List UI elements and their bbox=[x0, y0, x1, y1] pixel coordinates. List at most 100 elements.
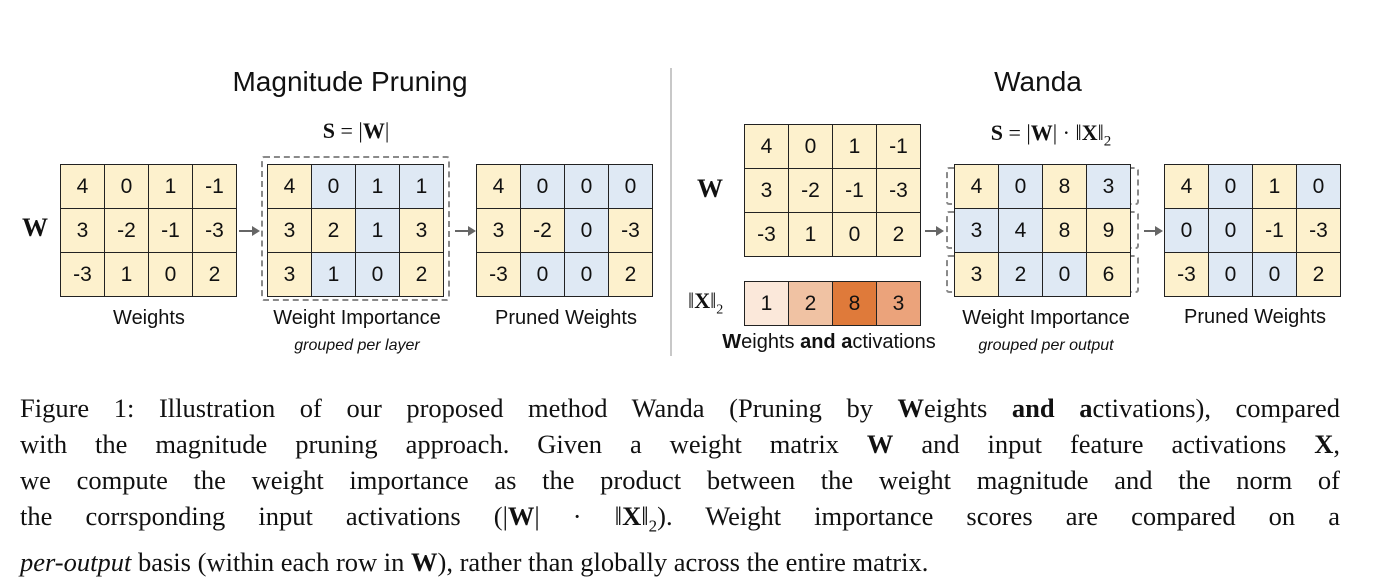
wanda-score-formula: S = |W| · ‖X‖2 bbox=[946, 120, 1156, 150]
figure-caption: Figure 1: Illustration of our proposed m… bbox=[20, 390, 1340, 580]
importance-label: Weight Importance bbox=[962, 307, 1130, 329]
matrix-cell: -3 bbox=[61, 253, 105, 297]
arrow-weights-to-importance bbox=[239, 226, 260, 236]
caption-ctivations: ctivations bbox=[852, 331, 936, 353]
matrix-cell: -3 bbox=[193, 209, 237, 253]
matrix-cell: 1 bbox=[356, 165, 400, 209]
x-norm-label: ‖X‖2 bbox=[688, 288, 723, 318]
activation-cell: 8 bbox=[833, 282, 877, 326]
norm-x: X bbox=[694, 288, 711, 313]
caption-bold: W bbox=[411, 547, 438, 578]
caption-line: with the magnitude pruning approach. Giv… bbox=[20, 426, 1340, 462]
matrix-cell: 1 bbox=[400, 165, 444, 209]
caption-bold: W bbox=[897, 393, 925, 423]
matrix-cell: 0 bbox=[565, 165, 609, 209]
matrix-cell: 1 bbox=[1253, 165, 1297, 209]
matrix-cell: 0 bbox=[105, 165, 149, 209]
formula-sub: 2 bbox=[1103, 133, 1112, 150]
activations-caption: Weights and activations bbox=[704, 331, 954, 354]
matrix-cell: 2 bbox=[400, 253, 444, 297]
matrix-cell: 2 bbox=[1297, 253, 1341, 297]
matrix-cell: 4 bbox=[477, 165, 521, 209]
caption-bold: W bbox=[866, 429, 894, 459]
matrix-cell: 0 bbox=[1253, 253, 1297, 297]
activation-cell: 1 bbox=[745, 282, 789, 326]
caption-text: ), rather than globally across the entir… bbox=[437, 547, 929, 578]
matrix-cell: 0 bbox=[1209, 253, 1253, 297]
pruned-label: Pruned Weights bbox=[1184, 306, 1326, 328]
matrix-cell: 0 bbox=[149, 253, 193, 297]
matrix-cell: -1 bbox=[193, 165, 237, 209]
pruned-matrix: 4 0 0 0 3 -2 0 -3 -3 0 0 2 bbox=[476, 164, 653, 297]
matrix-cell: 4 bbox=[1165, 165, 1209, 209]
wanda-importance-matrix: 4 0 8 3 3 4 8 9 3 2 0 6 bbox=[954, 164, 1131, 297]
matrix-cell: 3 bbox=[477, 209, 521, 253]
arrow-importance-to-pruned bbox=[455, 226, 476, 236]
matrix-cell: -3 bbox=[609, 209, 653, 253]
matrix-cell: -3 bbox=[1297, 209, 1341, 253]
caption-text: ). Weight importance scores are compared… bbox=[657, 501, 1340, 531]
matrix-cell: 2 bbox=[193, 253, 237, 297]
matrix-cell: 4 bbox=[999, 209, 1043, 253]
formula-eq: = | bbox=[335, 118, 363, 143]
magnitude-pruning-title: Magnitude Pruning bbox=[232, 66, 468, 97]
matrix-cell: 0 bbox=[1297, 165, 1341, 209]
caption-line: Figure 1: Illustration of our proposed m… bbox=[20, 390, 1340, 426]
matrix-cell: 0 bbox=[789, 125, 833, 169]
matrix-cell: 0 bbox=[312, 165, 356, 209]
matrix-cell: -2 bbox=[105, 209, 149, 253]
formula-mid: | · ‖ bbox=[1052, 120, 1082, 145]
magnitude-score-formula: S = |W| bbox=[286, 118, 426, 144]
caption-line: we compute the weight importance as the … bbox=[20, 462, 1340, 498]
matrix-cell: 3 bbox=[955, 209, 999, 253]
caption-text: basis (within each row in bbox=[131, 547, 412, 578]
arrow-importance-to-pruned bbox=[1144, 226, 1163, 236]
matrix-cell: -1 bbox=[877, 125, 921, 169]
matrix-cell: 8 bbox=[1043, 165, 1087, 209]
norm-sub: 2 bbox=[716, 302, 724, 318]
weights-label: Weights bbox=[113, 307, 185, 329]
layer-group-box bbox=[261, 156, 450, 301]
matrix-cell: 9 bbox=[1087, 209, 1131, 253]
matrix-cell: 4 bbox=[955, 165, 999, 209]
w-matrix-symbol: W bbox=[697, 174, 723, 203]
caption-w: W bbox=[722, 331, 742, 353]
matrix-cell: 3 bbox=[745, 169, 789, 213]
matrix-cell: 3 bbox=[1087, 165, 1131, 209]
matrix-cell: 0 bbox=[521, 165, 565, 209]
matrix-cell: -3 bbox=[745, 213, 789, 257]
matrix-cell: 4 bbox=[268, 165, 312, 209]
matrix-cell: -1 bbox=[1253, 209, 1297, 253]
matrix-cell: 1 bbox=[833, 125, 877, 169]
matrix-cell: 6 bbox=[1087, 253, 1131, 297]
matrix-cell: -2 bbox=[521, 209, 565, 253]
matrix-cell: 1 bbox=[105, 253, 149, 297]
matrix-cell: 0 bbox=[521, 253, 565, 297]
caption-text: Figure 1: Illustration of our proposed m… bbox=[20, 393, 898, 423]
activation-cell: 3 bbox=[877, 282, 921, 326]
w-matrix-symbol: W bbox=[22, 213, 48, 242]
formula-end: | bbox=[384, 118, 390, 143]
matrix-cell: 0 bbox=[999, 165, 1043, 209]
matrix-cell: -3 bbox=[877, 169, 921, 213]
matrix-cell: 3 bbox=[268, 253, 312, 297]
caption-text: eights bbox=[924, 393, 1012, 423]
formula-w: W bbox=[1030, 120, 1053, 145]
matrix-cell: 3 bbox=[268, 209, 312, 253]
norm-close: ‖ bbox=[710, 288, 717, 313]
matrix-cell: 2 bbox=[609, 253, 653, 297]
matrix-cell: -3 bbox=[477, 253, 521, 297]
panel-divider bbox=[670, 68, 672, 356]
activation-cell: 2 bbox=[789, 282, 833, 326]
arrow-weights-to-importance bbox=[925, 226, 944, 236]
importance-sublabel: grouped per layer bbox=[294, 337, 420, 354]
wanda-title: Wanda bbox=[994, 66, 1082, 97]
matrix-cell: 2 bbox=[312, 209, 356, 253]
matrix-cell: 0 bbox=[356, 253, 400, 297]
matrix-cell: 0 bbox=[609, 165, 653, 209]
formula-w: W bbox=[362, 118, 385, 143]
caption-text: the corrsponding input activations (| bbox=[20, 501, 508, 531]
activations-vector: 1 2 8 3 bbox=[744, 281, 921, 326]
weights-matrix: 4 0 1 -1 3 -2 -1 -3 -3 1 0 2 bbox=[60, 164, 237, 297]
caption-text: ‖ bbox=[641, 501, 649, 531]
